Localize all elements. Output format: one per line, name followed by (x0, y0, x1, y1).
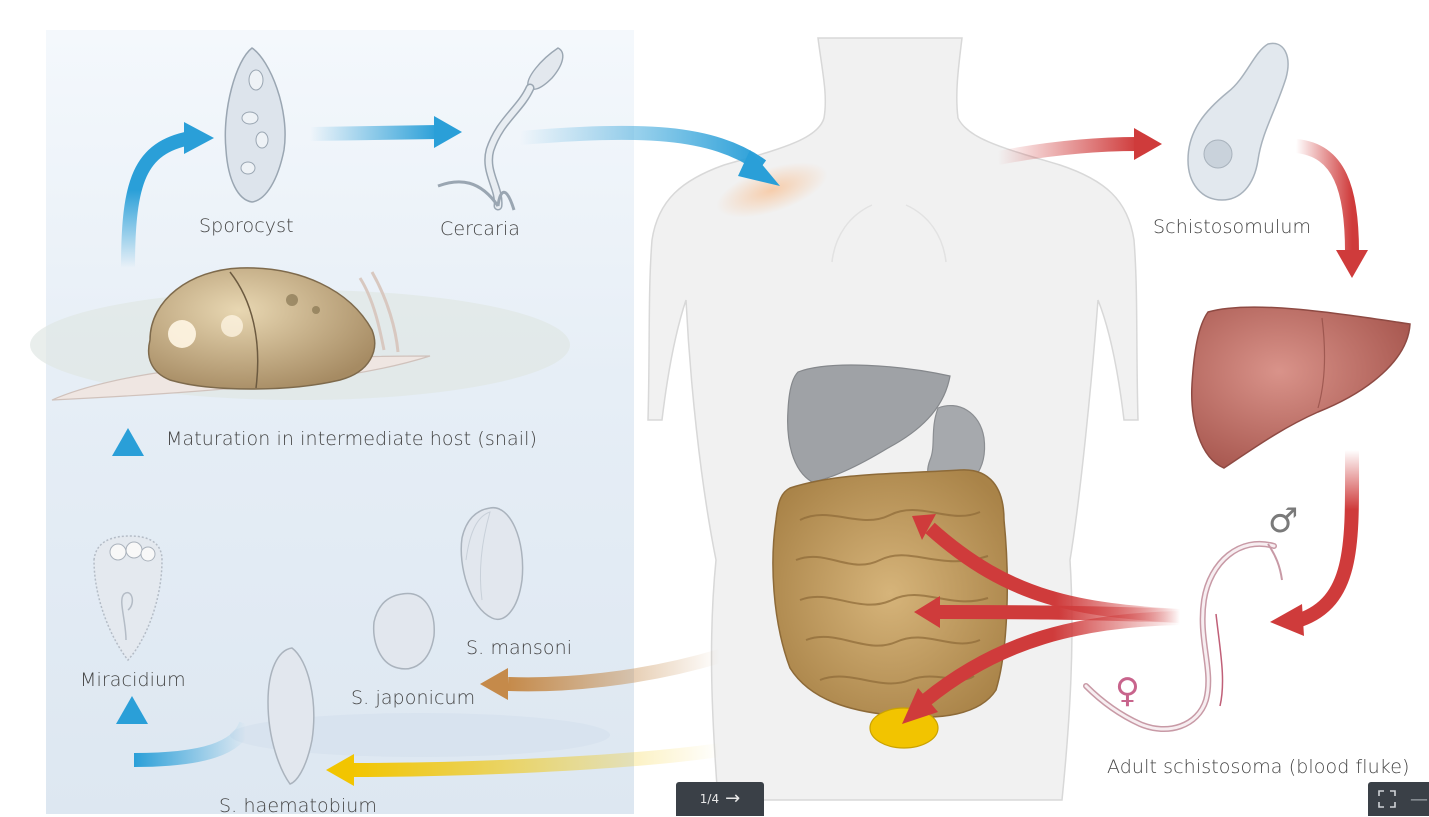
label-sporocyst: Sporocyst (199, 215, 294, 237)
egg-s-mansoni (460, 507, 524, 621)
water-background (46, 30, 634, 814)
male-symbol-icon: ♂ (1268, 501, 1299, 541)
arrow-schistosomulum-to-liver (1295, 139, 1359, 253)
label-snail: Maturation in intermediate host (snail) (166, 428, 537, 450)
label-s-mansoni: S. mansoni (466, 637, 573, 659)
label-schistosomulum: Schistosomulum (1153, 216, 1312, 238)
arrow-right-icon: → (725, 788, 741, 809)
snail-illustration (51, 267, 431, 401)
minimize-icon[interactable]: — (1410, 788, 1428, 810)
female-symbol-icon: ♀ (1115, 671, 1140, 711)
miracidium-illustration (93, 535, 163, 662)
intestines (772, 469, 1009, 718)
label-miracidium: Miracidium (80, 669, 186, 691)
arrow-liver-to-adult (1297, 449, 1360, 627)
egg-s-haematobium (267, 647, 315, 785)
cercaria-illustration (437, 47, 564, 211)
sporocyst-illustration (224, 47, 286, 203)
arrow-haematobium-excretion (351, 743, 721, 777)
arrow-snail-to-sporocyst (121, 131, 192, 269)
egg-s-japonicum (372, 592, 435, 670)
label-s-haematobium: S. haematobium (219, 795, 378, 817)
arrow-cercaria-to-human (519, 125, 767, 172)
arrow-egg-to-miracidium (133, 721, 253, 767)
adult-schistosoma-illustration (1083, 540, 1283, 733)
arrow-japonicum-excretion (507, 649, 723, 692)
liver-illustration (1191, 306, 1411, 469)
skin-penetration-site (716, 162, 828, 218)
arrow-human-to-schistosomulum (996, 137, 1139, 165)
arrow-sporocyst-to-cercaria (309, 125, 439, 141)
slide-next-button[interactable]: 1/4 → (676, 782, 764, 816)
label-s-japonicum: S. japonicum (351, 687, 476, 709)
label-adult-schistosoma: Adult schistosoma (blood fluke) (1107, 756, 1410, 778)
slide-counter: 1/4 (699, 792, 720, 806)
fullscreen-button[interactable]: — (1368, 782, 1429, 816)
schistosomulum-illustration (1187, 42, 1289, 201)
fullscreen-icon (1378, 790, 1396, 808)
body-liver (787, 364, 951, 483)
arrow-adult-to-bladder (921, 611, 1181, 706)
label-cercaria: Cercaria (440, 218, 520, 240)
bladder (869, 707, 939, 749)
